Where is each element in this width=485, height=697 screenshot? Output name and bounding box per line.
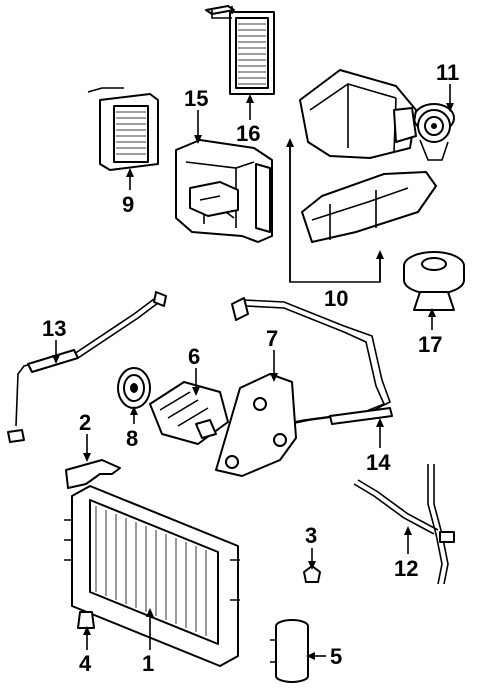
- callout-6: 6: [188, 344, 200, 369]
- callout-5: 5: [330, 644, 342, 669]
- callout-7: 7: [266, 326, 278, 351]
- callout-4: 4: [79, 651, 92, 676]
- callout-labels: 1 2 3 4 5 6 7 8 9 10 11 12 13 14 15 16 1…: [42, 60, 459, 676]
- part-14-hose: [231, 297, 393, 425]
- part-5-receiver-drier: [270, 619, 309, 683]
- part-6-compressor: [149, 381, 229, 445]
- callout-3: 3: [305, 523, 317, 548]
- part-1-condenser: [64, 485, 240, 667]
- part-4-grommet: [77, 611, 95, 629]
- callout-9: 9: [122, 192, 134, 217]
- part-9-heater-core: [87, 87, 159, 171]
- part-2-bracket: [65, 459, 121, 489]
- part-13-hose: [7, 291, 167, 443]
- callout-12: 12: [394, 556, 418, 581]
- callout-14: 14: [366, 450, 391, 475]
- leader-lines: [52, 84, 454, 660]
- callout-17: 17: [418, 332, 442, 357]
- callout-16: 16: [236, 121, 260, 146]
- callout-8: 8: [126, 426, 138, 451]
- callout-1: 1: [142, 651, 154, 676]
- part-17-blower-motor: [403, 251, 465, 311]
- callout-10: 10: [324, 286, 348, 311]
- callout-11: 11: [436, 60, 459, 85]
- callout-13: 13: [42, 316, 66, 341]
- callout-2: 2: [79, 410, 91, 435]
- part-12-hose: [353, 464, 455, 585]
- part-10-blower-case: [299, 69, 437, 243]
- part-11-blower-motor: [413, 103, 455, 161]
- part-8-clutch-pulley: [117, 367, 151, 409]
- callout-15: 15: [184, 86, 208, 111]
- part-3-cap: [303, 565, 321, 583]
- part-7-bracket: [215, 373, 297, 477]
- part-16-heater-core: [205, 5, 275, 95]
- part-15-heater-housing: [175, 139, 273, 243]
